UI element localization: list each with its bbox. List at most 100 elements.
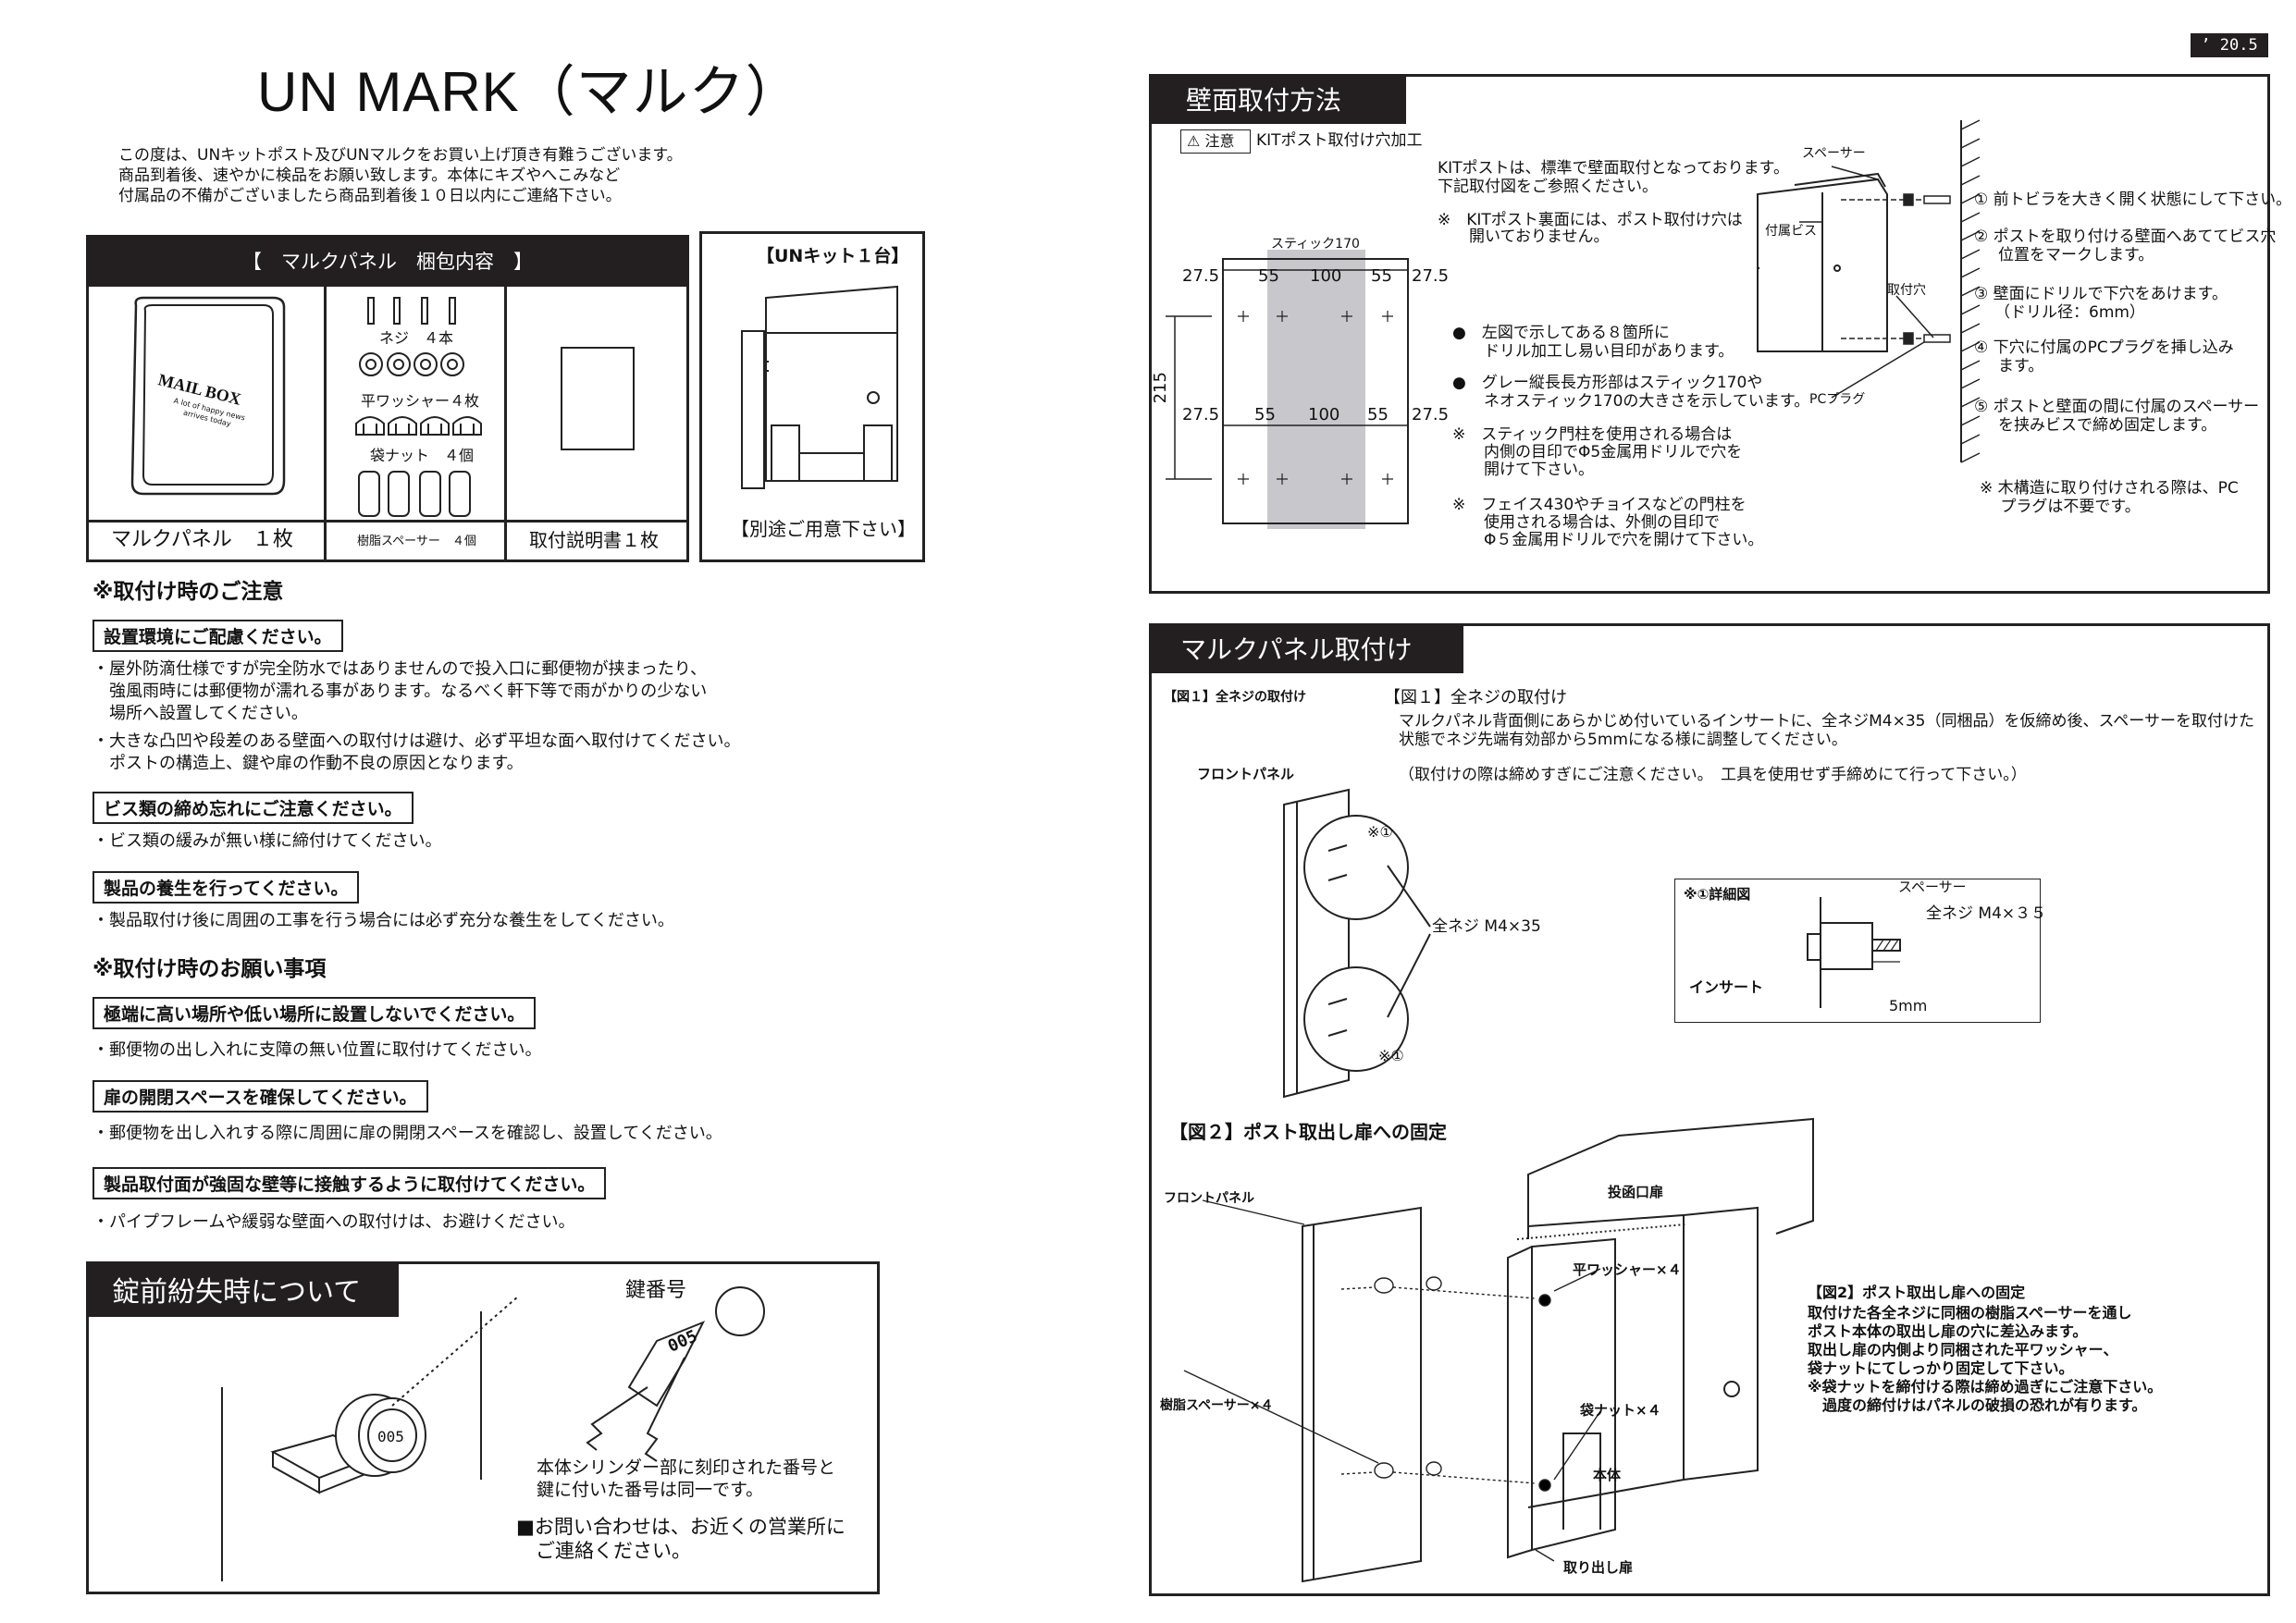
dim-top-3: 100 <box>1310 266 1342 286</box>
fig1-drawing <box>1283 788 1431 1099</box>
caution-text-2: ・ビス類の緩みが無い様に締付けてください。 <box>93 831 442 851</box>
wall-desc-1a: KITポストは、標準で壁面取付となっております。 <box>1438 159 1789 178</box>
dim-mid-2: 55 <box>1254 405 1276 424</box>
wall-desc-4b: ネオスティック170の大きさを示しています。 <box>1452 392 1810 411</box>
wall-mount-drawing <box>1757 119 1981 463</box>
caution-label-3: 製品の養生を行ってください。 <box>93 871 360 904</box>
fig2-desc-1: 取付けた各全ネジに同梱の樹脂スペーサーを通し <box>1808 1304 2132 1322</box>
allscrew-label: 全ネジ M4×35 <box>1432 917 1541 936</box>
wall-desc-2a: ※ KITポスト裏面には、ポスト取付け穴は <box>1438 211 1743 229</box>
fig2-nut-label: 袋ナット×４ <box>1580 1402 1661 1419</box>
manual-drawing <box>561 347 635 450</box>
wall-note-b: プラグは不要です。 <box>1980 498 2141 516</box>
fig2-drawing <box>1183 1117 1814 1583</box>
fig2-body-label: 本体 <box>1593 1467 1622 1483</box>
key-number-label: 鍵番号 <box>625 1279 687 1302</box>
request-label-1: 極端に高い場所や低い場所に設置しないでください。 <box>93 997 537 1029</box>
dim-top-4: 55 <box>1371 266 1392 286</box>
detail-spacer: スペーサー <box>1898 879 1967 895</box>
wall-desc-5a: ※ スティック門柱を使用される場合は <box>1452 425 1733 444</box>
wall-desc-5b: 内側の目印でΦ5金属用ドリルで穴を <box>1452 443 1743 461</box>
mailbox-panel-drawing <box>130 296 286 496</box>
step-3: ③ 壁面にドリルで下穴をあけます。 <box>1974 285 2228 303</box>
fig1-desc-1: マルクパネル背面側にあらかじめ付いているインサートに、全ネジM4×35（同梱品）… <box>1399 712 2254 731</box>
kit-header: 【UNキット１台】 <box>757 246 909 266</box>
lock-illustration <box>221 1286 765 1581</box>
fig2-desc-5: ※袋ナットを締付ける際は締め過ぎにご注意下さい。 <box>1808 1378 2163 1396</box>
fig2-washer-label: 平ワッシャー×４ <box>1573 1261 1682 1278</box>
request-label-3: 製品取付面が強固な壁等に接触するように取付けてください。 <box>93 1167 607 1199</box>
dim-mid-5: 27.5 <box>1412 405 1450 424</box>
step-1: ① 前トビラを大きく開く状態にして下さい。 <box>1974 191 2292 209</box>
panel-label: マルクパネル １枚 <box>111 528 293 551</box>
dim-mid-1: 27.5 <box>1182 405 1220 424</box>
dim-mid-3: 100 <box>1308 405 1340 424</box>
detail-5mm: 5mm <box>1889 997 1928 1014</box>
fig1-note: （取付けの際は締めすぎにご注意ください。 工具を使用せず手締めにて行って下さい。… <box>1399 766 2027 784</box>
step-5b: を挟みビスで締め固定します。 <box>1998 416 2217 435</box>
fig2-desc-6: 過度の締付けはパネルの破損の恐れが有ります。 <box>1808 1396 2147 1414</box>
manual-label: 取付説明書１枚 <box>529 529 659 551</box>
fig2-spacer-label: 樹脂スペーサー×４ <box>1160 1398 1274 1413</box>
washers-label: 平ワッシャー４枚 <box>361 392 480 410</box>
fig2-desc-4: 袋ナットにてしっかり固定して下さい。 <box>1808 1359 2074 1377</box>
fig1-title: 【図１】全ネジの取付け <box>1384 688 1567 707</box>
screws-label: ネジ ４本 <box>379 329 454 347</box>
lock-text-2a: ■お問い合わせは、お近くの営業所に <box>516 1516 846 1538</box>
wall-desc-6a: ※ フェイス430やチョイスなどの門柱を <box>1452 496 1747 514</box>
caution-text-1b: 強風雨時には郵便物が濡れる事があります。なるべく軒下等で雨がかりの少ない <box>93 682 708 701</box>
spacer-label: スペーサー <box>1802 146 1866 161</box>
request-label-2: 扉の開閉スペースを確保してください。 <box>93 1080 428 1113</box>
dim-top-1: 27.5 <box>1182 266 1220 286</box>
fig1-small: 【図１】全ネジの取付け <box>1164 690 1306 705</box>
caution-text-1e: ポストの構造上、鍵や扉の作動不良の原因となります。 <box>93 754 524 773</box>
fig2-title: 【図２】ポスト取出し扉への固定 <box>1169 1121 1447 1143</box>
detail-screw: 全ネジ M4×３５ <box>1926 904 2047 923</box>
caution-tag: ⚠ 注意 <box>1180 129 1251 154</box>
hole-layout-drawing <box>1166 250 1409 529</box>
lock-header: 錠前紛失時について <box>86 1261 399 1317</box>
wall-desc-2b: 開いておりません。 <box>1438 227 1610 246</box>
dim-top-2: 55 <box>1258 266 1279 286</box>
wall-desc-5c: 開けて下さい。 <box>1452 461 1594 479</box>
fig1-desc-2: 状態でネジ先端有効部から5mmになる様に調整してください。 <box>1399 731 1847 749</box>
detail-box <box>1674 879 2041 1023</box>
step-2b: 位置をマークします。 <box>1998 246 2154 264</box>
date-badge: ’ 20.5 <box>2191 33 2268 57</box>
panel-box <box>1149 623 2270 1596</box>
fig2-front-label: フロントパネル <box>1164 1191 1254 1206</box>
fig2-desc-title: 【図2】ポスト取出し扉への固定 <box>1808 1284 2026 1301</box>
intro-line-1: この度は、UNキットポスト及びUNマルクをお買い上げ頂き有難うございます。 <box>118 146 683 165</box>
caution-text-1a: ・屋外防滴仕様ですが完全防水ではありませんので投入口に郵便物が挟まったり、 <box>93 659 708 679</box>
step-2: ② ポストを取り付ける壁面へあててビス穴 <box>1974 227 2277 246</box>
package-header: 【 マルクパネル 梱包内容 】 <box>86 235 689 287</box>
caution-text-1c: 場所へ設置してください。 <box>93 704 308 723</box>
wall-desc-6c: Φ５金属用ドリルで穴を開けて下さい。 <box>1452 531 1764 549</box>
caution-label-1: 設置環境にご配慮ください。 <box>93 620 343 652</box>
step-3b: （ドリル径：6mm） <box>1994 303 2145 322</box>
stick-label: スティック170 <box>1271 237 1360 252</box>
wall-desc-1b: 下記取付図をご参照ください。 <box>1438 178 1658 196</box>
wall-desc-3a: ● 左図で示してある８箇所に <box>1452 324 1670 342</box>
lock-text-1a: 本体シリンダー部に刻印された番号と <box>537 1457 836 1478</box>
request-text-1: ・郵便物の出し入れに支障の無い位置に取付けてください。 <box>93 1040 542 1060</box>
kit-box <box>699 231 925 562</box>
screw-label: 付属ビス <box>1765 224 1817 239</box>
detail-drawing <box>1807 897 1901 1008</box>
caution-heading-1: ※取付け時のご注意 <box>93 580 284 604</box>
wall-desc-3b: ドリル加工し易い目印があります。 <box>1452 342 1734 361</box>
fig2-desc-2: ポスト本体の取出し扉の穴に差込みます。 <box>1808 1322 2088 1340</box>
wall-note-a: ※ 木構造に取り付けされる際は、PC <box>1980 479 2239 498</box>
dim-top-5: 27.5 <box>1412 266 1450 286</box>
fig1-mark-1: ※① <box>1367 823 1393 841</box>
lock-text-1b: 鍵に付いた番号は同一です。 <box>537 1480 764 1500</box>
kit-post-drawing <box>741 285 898 489</box>
caution-text-1d: ・大きな凸凹や段差のある壁面への取付けは避け、必ず平坦な面へ取付けてください。 <box>93 732 741 751</box>
parts-drawing <box>355 297 482 517</box>
dim-side: 215 <box>1150 372 1170 404</box>
caution-label-2: ビス類の締め忘れにご注意ください。 <box>93 792 414 824</box>
fig1-mark-2: ※① <box>1378 1047 1404 1064</box>
spacers-label: 樹脂スペーサー ４個 <box>357 535 476 548</box>
request-text-3: ・パイプフレームや緩弱な壁面への取付けは、お避けください。 <box>93 1212 575 1232</box>
step-4b: ます。 <box>1998 357 2044 375</box>
